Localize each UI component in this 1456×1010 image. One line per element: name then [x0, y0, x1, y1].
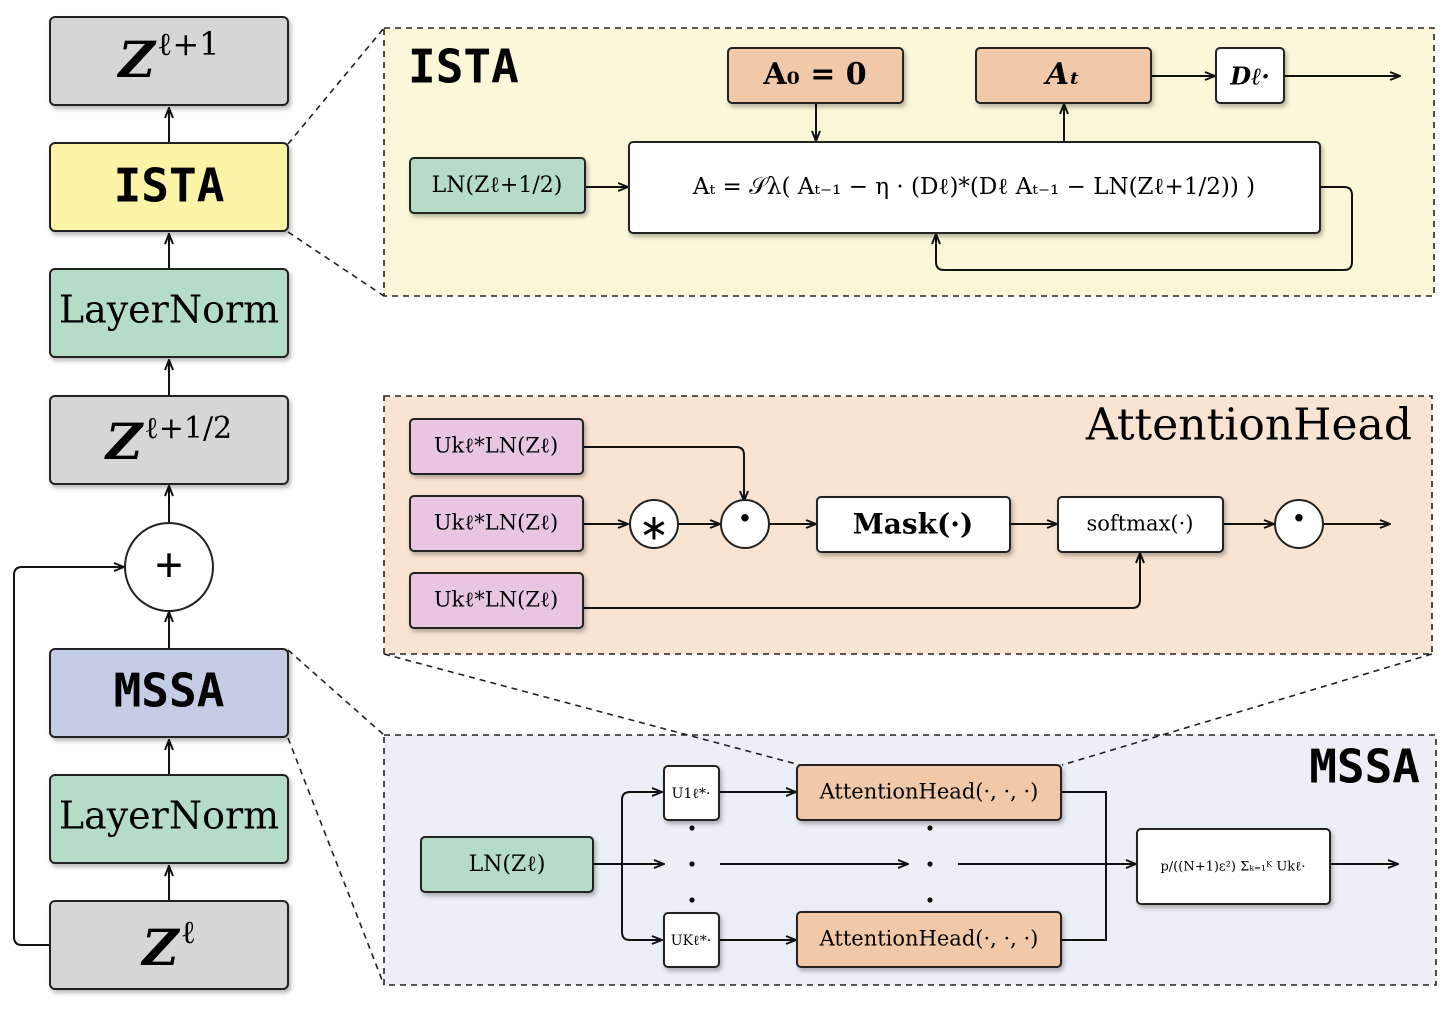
- mssa-panel-title: MSSA: [1309, 740, 1420, 794]
- mssa-output-box: p/((N+1)ε²) Σₖ₌₁ᴷ Ukℓ·: [1136, 828, 1331, 905]
- svg-text:ISTA: ISTA: [114, 159, 225, 213]
- svg-text:Ukℓ*LN(Zℓ): Ukℓ*LN(Zℓ): [434, 434, 558, 458]
- stack-arrows: [13, 108, 169, 946]
- mssa-uk-box: UKℓ*·: [663, 912, 720, 968]
- ista-at-box: Aₜ: [975, 47, 1152, 104]
- zoom-connectors: [287, 27, 1433, 986]
- mssa-input-box: LN(Zℓ): [420, 836, 594, 893]
- svg-text:Aₜ = 𝒮λ( Aₜ₋₁ − η · (Dℓ)*(Dℓ: Aₜ = 𝒮λ( Aₜ₋₁ − η · (Dℓ)*(Dℓ Aₜ₋₁ − LN(Z…: [692, 174, 1255, 200]
- ista-update-box: Aₜ = 𝒮λ( Aₜ₋₁ − η · (Dℓ)*(Dℓ Aₜ₋₁ − LN(Z…: [628, 141, 1321, 234]
- svg-text:LayerNorm: LayerNorm: [59, 288, 279, 332]
- attention-softmax-box: softmax(·): [1057, 496, 1224, 553]
- ista-dictionary-box: Dℓ·: [1215, 47, 1285, 104]
- svg-text:Zℓ+1: Zℓ+1: [117, 25, 220, 90]
- residual-add-node: +: [124, 522, 214, 612]
- svg-text:AttentionHead(·, ·, ·): AttentionHead(·, ·, ·): [819, 780, 1039, 804]
- svg-text:LN(Zℓ+1/2): LN(Zℓ+1/2): [432, 173, 563, 198]
- attention-star-op: ∗: [629, 499, 679, 549]
- svg-text:U1ℓ*·: U1ℓ*·: [672, 786, 711, 802]
- ista-block: ISTA: [49, 142, 289, 232]
- svg-text:p/((N+1)ε²) Σₖ₌₁ᴷ Ukℓ·: p/((N+1)ε²) Σₖ₌₁ᴷ Ukℓ·: [1160, 860, 1305, 875]
- mssa-block: MSSA: [49, 648, 289, 738]
- svg-text:AttentionHead(·, ·, ·): AttentionHead(·, ·, ·): [819, 927, 1039, 951]
- ista-arrows: [586, 76, 1400, 271]
- svg-text:·: ·: [738, 495, 752, 542]
- svg-text:UKℓ*·: UKℓ*·: [671, 933, 711, 949]
- attention-mask-box: Mask(·): [816, 496, 1011, 553]
- attention-input-1: Ukℓ*LN(Zℓ): [409, 418, 584, 475]
- attention-input-3: Ukℓ*LN(Zℓ): [409, 572, 584, 629]
- svg-text:+: +: [155, 540, 183, 593]
- svg-text:MSSA: MSSA: [114, 664, 225, 718]
- z-half-block: Zℓ+1/2: [49, 395, 289, 485]
- svg-text:Dℓ·: Dℓ·: [1229, 62, 1269, 91]
- ista-panel-title: ISTA: [408, 40, 519, 94]
- attention-arrows: [584, 446, 1390, 609]
- attention-dot-op-1: ·: [720, 495, 770, 549]
- layernorm-top-block: LayerNorm: [49, 268, 289, 358]
- svg-text:Zℓ: Zℓ: [140, 913, 196, 978]
- mssa-arrows: [594, 792, 1398, 940]
- attention-dot-op-2: ·: [1274, 495, 1324, 549]
- mssa-u1-box: U1ℓ*·: [663, 765, 720, 821]
- svg-text:LN(Zℓ): LN(Zℓ): [469, 852, 546, 877]
- svg-text:LayerNorm: LayerNorm: [59, 794, 279, 838]
- svg-text:Ukℓ*LN(Zℓ): Ukℓ*LN(Zℓ): [434, 511, 558, 535]
- svg-text:Zℓ+1/2: Zℓ+1/2: [104, 411, 232, 471]
- svg-text:A₀ = 𝟎: A₀ = 𝟎: [762, 57, 866, 92]
- z-next-block: Zℓ+1: [49, 16, 289, 106]
- svg-text:softmax(·): softmax(·): [1087, 512, 1194, 536]
- svg-text:Mask(·): Mask(·): [853, 508, 974, 541]
- svg-text:Aₜ: Aₜ: [1043, 57, 1080, 92]
- z-in-block: Zℓ: [49, 900, 289, 990]
- mssa-vertical-dots: [689, 825, 933, 903]
- attention-input-2: Ukℓ*LN(Zℓ): [409, 495, 584, 552]
- mssa-attention-head-k: AttentionHead(·, ·, ·): [796, 911, 1062, 968]
- layernorm-bottom-block: LayerNorm: [49, 774, 289, 864]
- svg-text:∗: ∗: [639, 507, 669, 548]
- ista-input-box: LN(Zℓ+1/2): [409, 157, 586, 214]
- mssa-attention-head-1: AttentionHead(·, ·, ·): [796, 764, 1062, 821]
- attention-panel-title: AttentionHead: [1085, 400, 1412, 451]
- svg-text:·: ·: [1292, 495, 1306, 542]
- svg-text:Ukℓ*LN(Zℓ): Ukℓ*LN(Zℓ): [434, 588, 558, 612]
- ista-a0-box: A₀ = 𝟎: [727, 47, 904, 104]
